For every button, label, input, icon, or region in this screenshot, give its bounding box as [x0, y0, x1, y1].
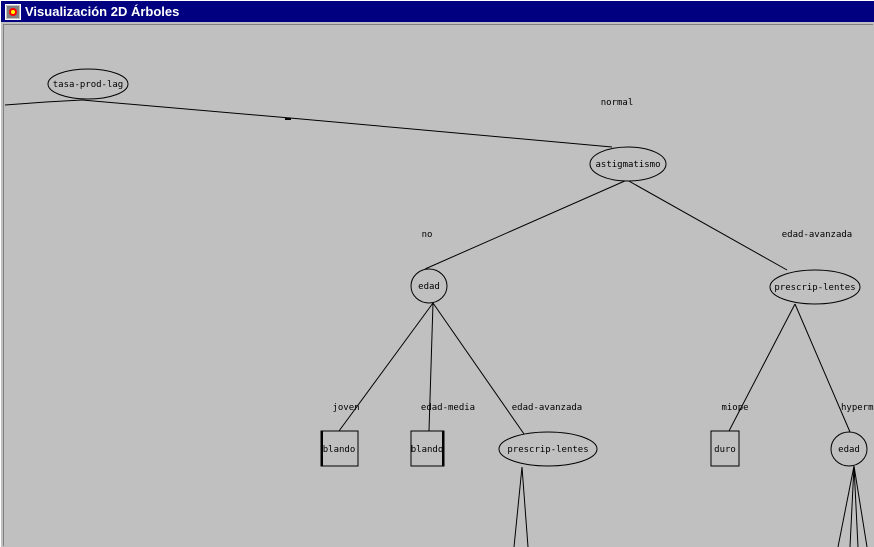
tree-node-astigmatismo[interactable]: astigmatismo	[589, 146, 667, 182]
edge-prescrip-duro	[728, 303, 796, 432]
edge-edad-right-child-3	[853, 465, 859, 547]
edge-label-edad-media: edad-media	[421, 403, 475, 413]
edge-astigmatismo-prescrip	[626, 179, 788, 271]
edge-prescrip-mid-child-1	[513, 466, 523, 547]
tree-canvas[interactable]: tasa-prod-lag astigmatismo edad prescrip…	[3, 24, 874, 547]
tree-leaf-blando-1[interactable]: blando	[320, 430, 359, 467]
tree-leaf-duro[interactable]: duro	[710, 430, 740, 467]
app-window-icon[interactable]	[5, 3, 21, 20]
edge-root-left	[4, 99, 83, 106]
edge-edad-blando1	[338, 302, 434, 432]
edge-label-edad-avanzada: edad-avanzada	[782, 230, 852, 240]
edge-edad-right-child-4	[853, 465, 868, 547]
tree-edges	[4, 99, 868, 547]
node-label: prescrip-lentes	[774, 283, 855, 293]
window-title: Visualización 2D Árboles	[25, 4, 180, 19]
edge-edad-right-child-2	[849, 465, 855, 547]
node-label: edad	[418, 282, 440, 292]
edge-astigmatismo-edad	[424, 179, 628, 270]
tree-node-edad-right[interactable]: edad	[830, 431, 868, 467]
edge-edad-prescrip	[432, 302, 525, 435]
title-bar[interactable]: Visualización 2D Árboles	[1, 1, 874, 22]
edge-label-edad-avanzada-mid: edad-avanzada	[512, 403, 582, 413]
edge-prescrip-mid-child-2	[521, 466, 529, 547]
tree-node-prescrip-mid[interactable]: prescrip-lentes	[498, 431, 598, 467]
tree-node-prescrip-right[interactable]: prescrip-lentes	[769, 269, 861, 305]
edge-edad-right-child-1	[837, 465, 855, 547]
leaf-label: blando	[323, 445, 356, 455]
edge-label-hypermetrope: hyperme	[841, 403, 874, 413]
leaf-label: blando	[411, 445, 444, 455]
edge-edad-blando2	[428, 302, 434, 432]
edge-label-normal: normal	[601, 98, 634, 108]
edge-label-joven: joven	[332, 403, 359, 413]
node-label: tasa-prod-lag	[53, 80, 123, 90]
edge-label-no: no	[422, 230, 433, 240]
edge-prescrip-edad	[794, 303, 851, 433]
tree-leaf-blando-2[interactable]: blando	[410, 430, 445, 467]
node-label: edad	[838, 445, 860, 455]
leaf-label: duro	[714, 445, 736, 455]
edge-label-miope: miope	[721, 403, 748, 413]
tree-diagram: tasa-prod-lag astigmatismo edad prescrip…	[4, 68, 874, 547]
node-label: astigmatismo	[595, 160, 660, 170]
node-label: prescrip-lentes	[507, 445, 588, 455]
tree-node-root[interactable]: tasa-prod-lag	[47, 68, 129, 100]
edge-root-astigmatismo	[81, 99, 613, 148]
tree-node-edad-left[interactable]: edad	[410, 268, 448, 304]
